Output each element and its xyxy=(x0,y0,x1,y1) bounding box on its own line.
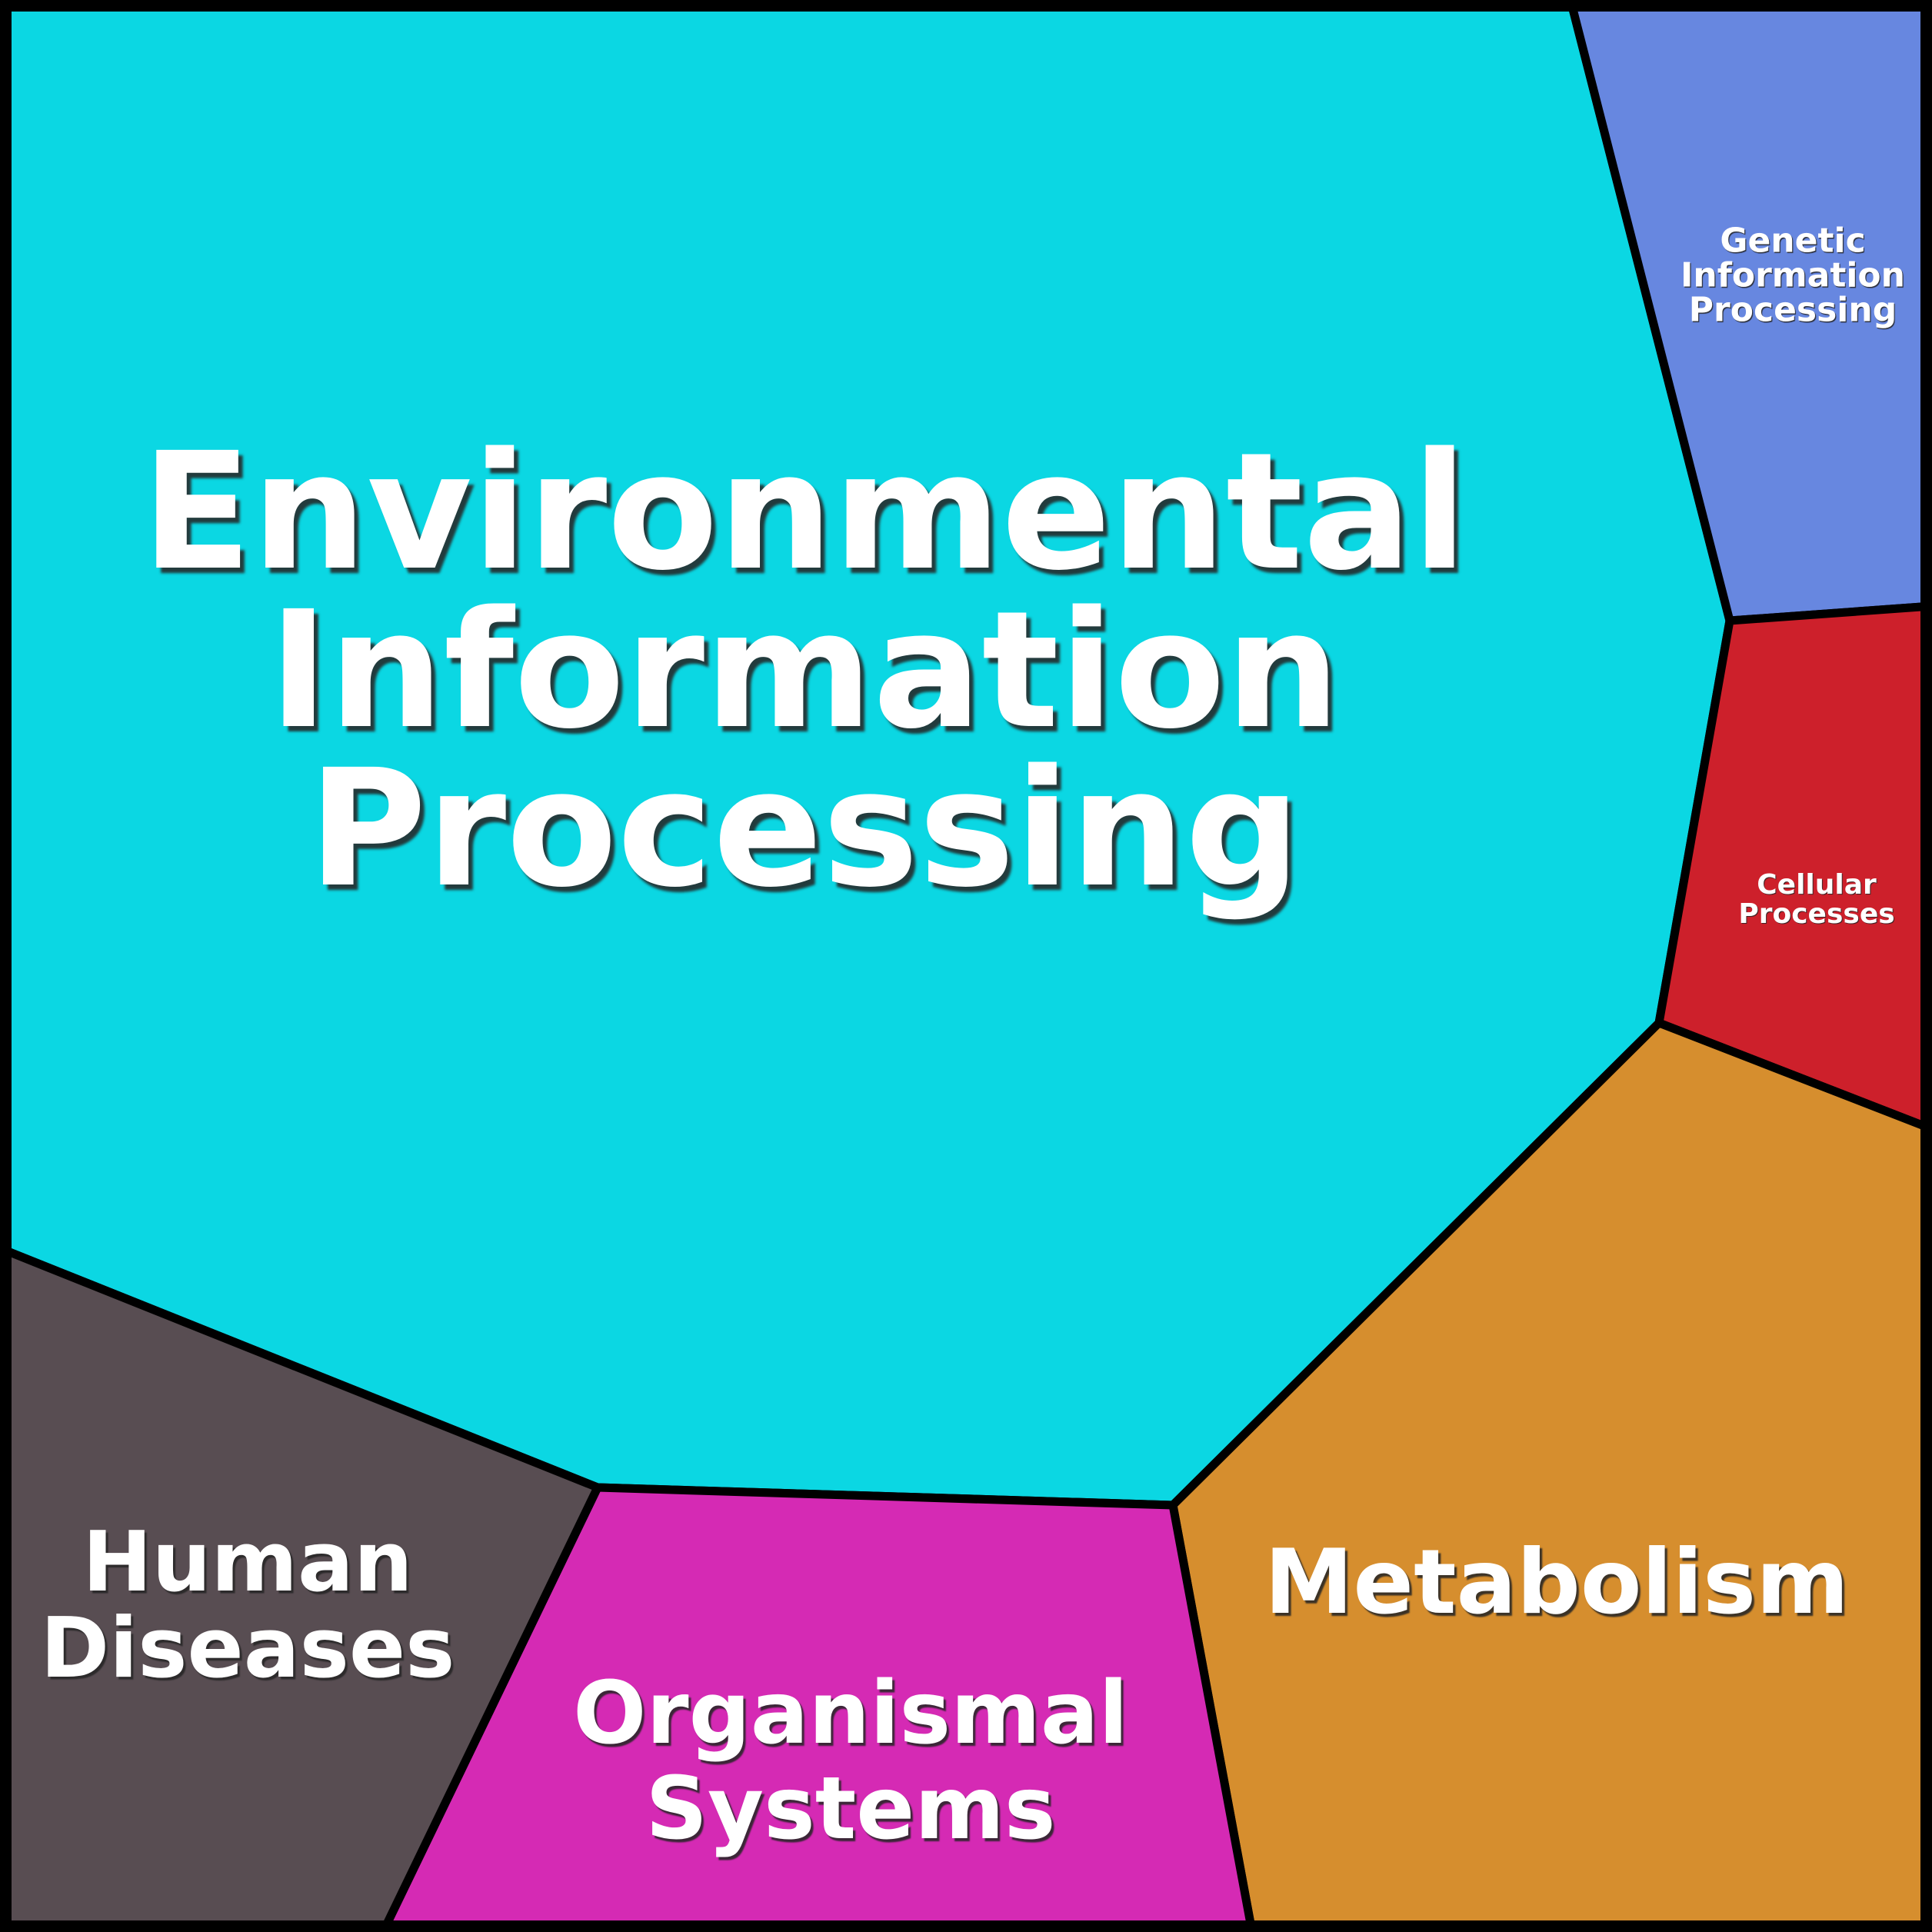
region-genetic-information-processing[interactable] xyxy=(1566,0,1932,625)
region-human-diseases[interactable] xyxy=(0,1244,604,1932)
region-cellular-processes[interactable] xyxy=(1654,601,1932,1134)
region-organismal-systems[interactable] xyxy=(378,1483,1257,1932)
region-metabolism[interactable] xyxy=(1168,1018,1932,1932)
